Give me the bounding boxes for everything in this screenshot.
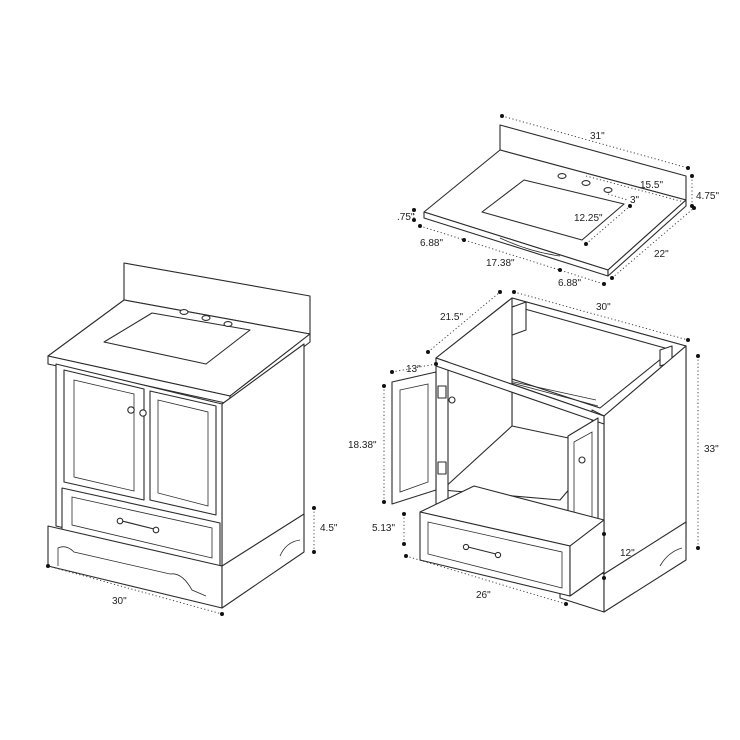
sink-basin	[103, 312, 251, 365]
open-cabinet: 21.5" 30" 13" 33" 18.38" 5.13" 12" 26"	[348, 290, 719, 613]
drawer-width-label: 26"	[476, 590, 491, 601]
faucet-offset-label: 3"	[630, 195, 640, 206]
top-depth-label: 22"	[654, 249, 669, 260]
top-length-label: 31"	[590, 131, 605, 142]
top-basin	[481, 179, 625, 241]
faucet-spacing-label: 15.5"	[640, 180, 663, 191]
faucet-hole-left	[179, 309, 189, 315]
top-side-edge	[607, 199, 687, 277]
backsplash-height-label: 4.75"	[696, 191, 719, 202]
left-door	[63, 369, 145, 501]
door-knob-right	[139, 409, 147, 417]
door-depth-label: 13"	[406, 364, 421, 375]
front-width-label: 30"	[112, 596, 127, 607]
hinge-bottom	[437, 461, 447, 475]
faucet-hole-center	[201, 315, 211, 321]
closed-vanity: 30" 4.5"	[46, 262, 338, 616]
cabinet-height-label: 33"	[704, 444, 719, 455]
basin-width-label: 17.38"	[486, 258, 515, 269]
basin-depth-label: 12.25"	[574, 213, 603, 224]
base-side-right	[603, 521, 687, 613]
base-height-label: 4.5"	[320, 523, 338, 534]
open-left-door	[391, 371, 437, 505]
drawer-side-open	[569, 519, 605, 597]
top-thickness-label: .75"	[397, 212, 415, 223]
open-drawer-handle	[463, 545, 501, 556]
door-knob-left	[127, 406, 135, 414]
door-height-label: 18.38"	[348, 440, 377, 451]
drawer-handle	[117, 519, 159, 531]
basin-underside	[499, 237, 561, 257]
cabinet-width-label: 30"	[596, 302, 611, 313]
left-offset-label: 6.88"	[420, 238, 443, 249]
base-side	[221, 513, 305, 609]
faucet-hole-right	[223, 321, 233, 327]
drawer-depth-label: 12"	[620, 548, 635, 559]
hinge-top	[437, 385, 447, 399]
right-door	[149, 390, 217, 516]
right-offset-label: 6.88"	[558, 278, 581, 289]
drawer-height-label: 5.13"	[372, 523, 395, 534]
right-door-knob	[578, 456, 586, 464]
left-door-knob	[448, 396, 456, 404]
countertop-top-view: 31" 15.5" 4.75" 3" .75" 12.25" 6.88" 17.…	[397, 114, 719, 289]
cabinet-depth-label: 21.5"	[440, 312, 463, 323]
front-stile-left	[435, 357, 449, 521]
